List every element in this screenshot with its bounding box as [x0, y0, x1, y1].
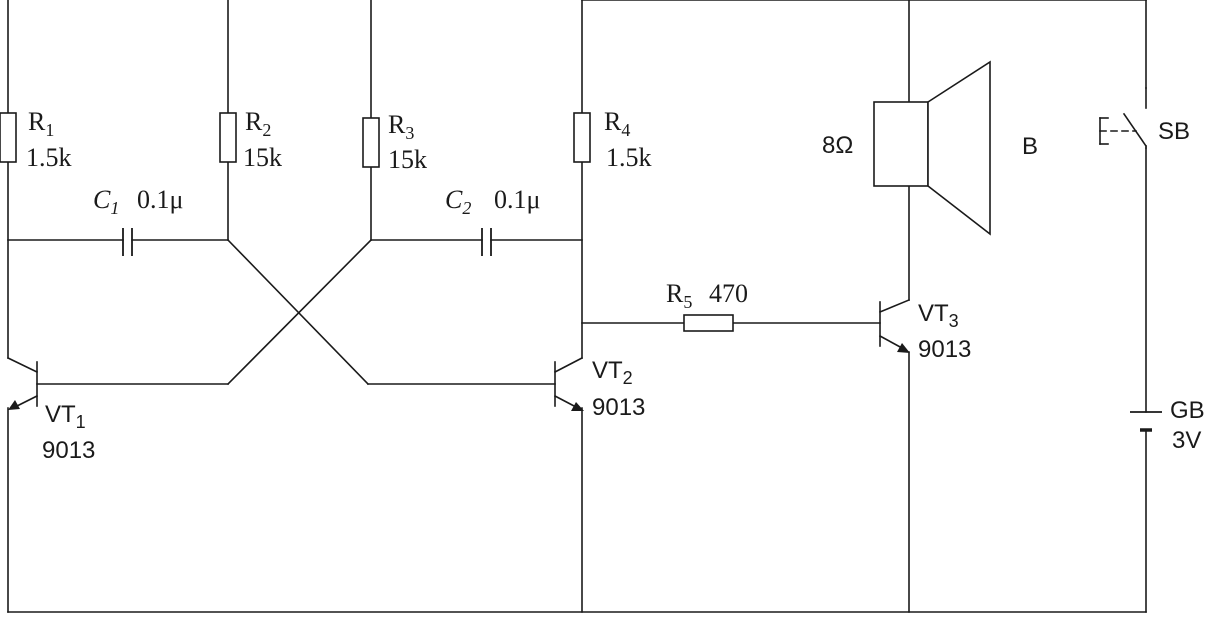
resistor-r1: R1 1.5k: [0, 107, 72, 172]
r3-value: 15k: [388, 145, 427, 174]
resistor-r2: R2 15k: [219, 107, 282, 172]
switch-sb: SB: [1099, 87, 1190, 149]
speaker-ref: B: [1022, 133, 1038, 160]
resistor-r5: R5 470: [666, 279, 748, 332]
r3-ref: R3: [388, 110, 414, 143]
vt1-ref: VT1: [45, 401, 86, 432]
speaker-value: 8Ω: [822, 132, 853, 159]
resistor-r3: R3 15k: [362, 110, 427, 174]
wires: [7, 0, 1147, 613]
r4-ref: R4: [604, 107, 630, 140]
transistor-vt3: VT3 9013: [878, 298, 971, 363]
speaker-icon: [873, 101, 929, 187]
vt3-value: 9013: [918, 336, 971, 363]
resistor-r4: R4 1.5k: [573, 107, 652, 172]
r5-ref: R5: [666, 279, 692, 312]
vt1-value: 9013: [42, 437, 95, 464]
capacitor-c1: C1 0.1μ: [93, 185, 183, 256]
vt2-ref: VT2: [592, 357, 633, 388]
transistor-vt1: VT1 9013: [6, 356, 95, 464]
c2-value: 0.1μ: [494, 185, 540, 214]
r2-value: 15k: [243, 143, 282, 172]
r5-value: 470: [709, 279, 748, 308]
battery-gb: GB 3V: [1130, 397, 1205, 454]
vt3-ref: VT3: [918, 300, 959, 331]
c2-ref: C2: [445, 185, 471, 218]
emitter-arrow-icon: [571, 402, 584, 411]
r1-value: 1.5k: [26, 143, 72, 172]
switch-ref: SB: [1158, 118, 1190, 145]
battery-ref: GB: [1170, 397, 1205, 424]
emitter-arrow-icon: [8, 400, 20, 410]
emitter-arrow-icon: [897, 343, 910, 353]
r1-ref: R1: [28, 107, 54, 140]
capacitor-c2: C2 0.1μ: [445, 185, 540, 256]
r4-value: 1.5k: [606, 143, 652, 172]
speaker-b: 8Ω B: [822, 60, 1038, 236]
c1-value: 0.1μ: [137, 185, 183, 214]
battery-value: 3V: [1172, 427, 1201, 454]
vt2-value: 9013: [592, 394, 645, 421]
c1-ref: C1: [93, 185, 119, 218]
transistor-vt2: VT2 9013: [553, 356, 645, 421]
r2-ref: R2: [245, 107, 271, 140]
